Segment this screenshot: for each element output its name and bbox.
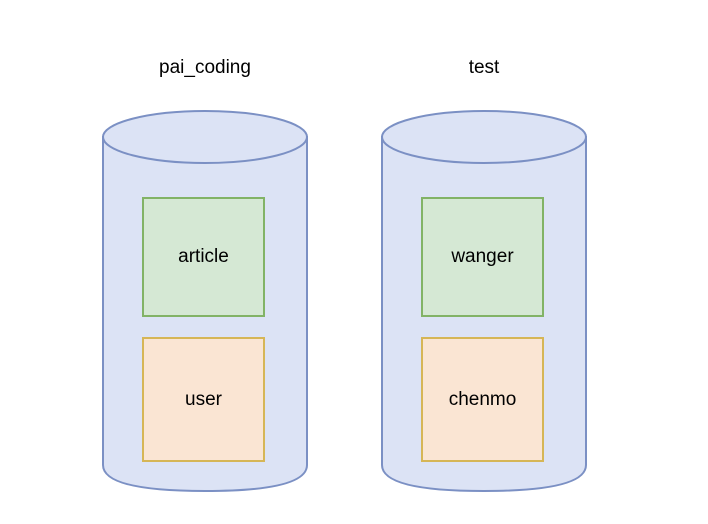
- table-label-article: article: [178, 246, 229, 267]
- cylinder-top-ellipse: [102, 110, 308, 164]
- table-box-user[interactable]: user: [142, 337, 265, 462]
- table-box-wanger[interactable]: wanger: [421, 197, 544, 317]
- table-box-article[interactable]: article: [142, 197, 265, 317]
- cylinder-top-ellipse: [381, 110, 587, 164]
- database-group-pai_coding[interactable]: pai_coding article user: [102, 56, 308, 492]
- database-title-pai_coding: pai_coding: [159, 57, 251, 78]
- database-title-test: test: [468, 57, 500, 78]
- table-label-chenmo: chenmo: [448, 388, 517, 410]
- database-group-test[interactable]: test wanger chenmo: [381, 56, 587, 492]
- table-label-user: user: [185, 388, 222, 410]
- table-label-wanger: wanger: [451, 246, 514, 267]
- table-box-chenmo[interactable]: chenmo: [421, 337, 544, 462]
